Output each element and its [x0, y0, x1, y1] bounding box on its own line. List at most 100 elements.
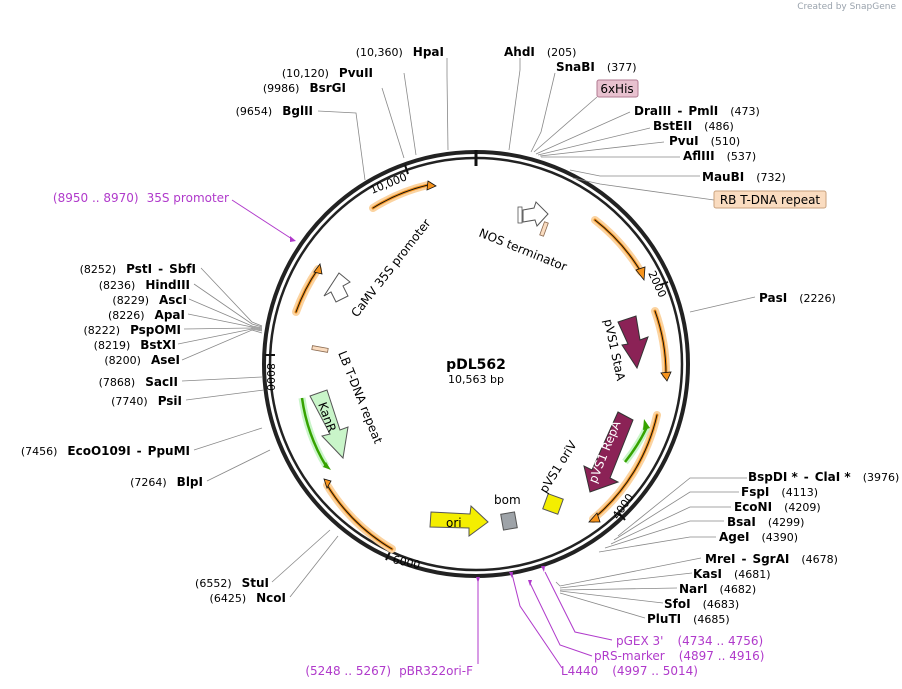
primer-range: (5248 .. 5267): [305, 664, 391, 678]
enzyme-pos: (4685): [693, 613, 730, 626]
enzyme-pos: (7456): [21, 445, 58, 458]
enzyme-name: FspI: [741, 485, 769, 499]
svg-text:BspDI *-ClaI *(3976): BspDI *-ClaI *(3976): [748, 470, 899, 484]
enzyme-pos: (7264): [130, 476, 167, 489]
enzyme-name: AscI: [159, 293, 187, 307]
enzyme-pos: (205): [547, 46, 577, 59]
plasmid-length: 10,563 bp: [448, 373, 504, 386]
enzyme-name: NcoI: [256, 591, 286, 605]
enzyme-name: ApaI: [155, 308, 185, 322]
enzyme-pos: (377): [607, 61, 637, 74]
pvs1-oriv-box: [542, 493, 564, 515]
enzyme-pos: (3976): [863, 471, 900, 484]
enzyme-pos: (6552): [195, 577, 232, 590]
primer-name: pGEX 3': [616, 634, 663, 648]
tick-label-8000: 8000: [264, 363, 277, 391]
enzyme-name: BstEII: [653, 119, 692, 133]
enzyme-name: PsiI: [158, 394, 182, 408]
enzyme-name: DraIII: [634, 104, 671, 118]
enzyme-name: MreI: [705, 552, 735, 566]
bom-box: [500, 511, 518, 531]
enzyme-name: AseI: [151, 353, 180, 367]
primer-range: (8950 .. 8970): [53, 191, 139, 205]
enzyme-pos: (510): [711, 135, 741, 148]
svg-text:(7868)SacII: (7868) SacII: [99, 375, 178, 389]
enzyme-name: SacII: [145, 375, 178, 389]
ori-label: ori: [446, 516, 462, 530]
pvs1-repa-arrow: [583, 411, 634, 493]
enzyme-pos: (4209): [784, 501, 821, 514]
svg-text:(10,120)PvuII: (10,120) PvuII: [282, 66, 373, 80]
enzyme-name: PspOMI: [130, 323, 181, 337]
enzyme-name: HindIII: [145, 278, 190, 292]
svg-text:(7740)PsiI: (7740)PsiI: [111, 394, 182, 408]
enzyme-name: PvuII: [339, 66, 373, 80]
enzyme-name: StuI: [242, 576, 269, 590]
enzyme-name: SgrAI: [752, 552, 789, 566]
svg-text:EcoNI(4209): EcoNI(4209): [734, 500, 821, 514]
enzyme-pos: (8229): [112, 294, 149, 307]
enzyme-pos: (4678): [801, 553, 838, 566]
svg-text:MreI-SgrAI(4678): MreI-SgrAI (4678): [705, 552, 838, 566]
his-tag-marker: [517, 206, 523, 224]
enzyme-name: BstXI: [140, 338, 176, 352]
enzyme-pos: (10,360): [356, 46, 403, 59]
tick-label-6000: 6000: [391, 553, 421, 572]
svg-text:(8950 .. 8970)35S promoter: (8950 .. 8970) 35S promoter: [53, 191, 229, 205]
primer-name: L4440: [561, 664, 598, 678]
orf-arcs: [292, 180, 672, 553]
enzyme-name: MauBI: [702, 170, 744, 184]
snapgene-watermark: Created by SnapGene: [797, 2, 896, 12]
svg-text:MauBI(732): MauBI(732): [702, 170, 786, 184]
enzyme-name: AgeI: [719, 530, 749, 544]
primer-name: pBR322ori-F: [399, 664, 473, 678]
enzyme-sep: -: [804, 470, 809, 484]
primer-lines: [231, 199, 613, 669]
svg-text:PasI(2226): PasI(2226): [759, 291, 836, 305]
enzyme-name: AhdI: [504, 45, 535, 59]
enzyme-name: HpaI: [413, 45, 444, 59]
svg-text:(8252)PstI-SbfI: (8252)PstI-SbfI: [80, 262, 196, 276]
pvs1-staa-arrow: [617, 315, 649, 370]
svg-text:pGEX 3'(4734 .. 4756): pGEX 3'(4734 .. 4756): [616, 634, 763, 648]
enzyme-pos: (8200): [104, 354, 141, 367]
enzyme-sep: -: [741, 552, 746, 566]
svg-text:BstEII(486): BstEII(486): [653, 119, 734, 133]
primer-name: 35S promoter: [147, 191, 229, 205]
enzyme-labels-left: (10,360)HpaI (10,120)PvuII (9986)BsrGI (…: [21, 45, 444, 605]
enzyme-pos: (7868): [99, 376, 136, 389]
svg-text:AgeI(4390): AgeI (4390): [719, 530, 798, 544]
pvs1-oriv-label: pVS1 oriV: [537, 438, 580, 496]
primer-name: pRS-marker: [594, 649, 665, 663]
his-tag-label: 6xHis: [600, 82, 633, 96]
svg-text:(7456)EcoO109I-PpuMI: (7456)EcoO109I-PpuMI: [21, 444, 190, 458]
enzyme-name: BglII: [282, 104, 313, 118]
nos-terminator-arrow: [522, 201, 549, 227]
enzyme-name: PstI: [126, 262, 152, 276]
svg-text:(5248 .. 5267)pBR322ori-F: (5248 .. 5267) pBR322ori-F: [305, 664, 473, 678]
enzyme-pos: (4390): [761, 531, 798, 544]
enzyme-pos: (8252): [80, 263, 117, 276]
rb-tdna-marker: [539, 221, 549, 237]
enzyme-pos: (10,120): [282, 67, 329, 80]
enzyme-name: PpuMI: [148, 444, 190, 458]
svg-text:(9654)BglII: (9654)BglII: [236, 104, 313, 118]
svg-text:L4440(4997 .. 5014): L4440 (4997 .. 5014): [561, 664, 698, 678]
primer-range: (4997 .. 5014): [612, 664, 698, 678]
rb-tdna-label: RB T-DNA repeat: [720, 193, 821, 207]
enzyme-sep: -: [137, 444, 142, 458]
enzyme-pos: (9986): [263, 82, 300, 95]
enzyme-pos: (8219): [94, 339, 131, 352]
svg-text:(7264)BlpI: (7264)BlpI: [130, 475, 203, 489]
enzyme-pos: (8222): [83, 324, 120, 337]
primer-range: (4897 .. 4916): [679, 649, 765, 663]
green-orf-arcs: [298, 397, 651, 470]
svg-text:AflIII(537): AflIII(537): [683, 149, 756, 163]
svg-text:SnaBI(377): SnaBI(377): [556, 60, 637, 74]
tick-marks: [265, 164, 669, 561]
enzyme-name: PluTI: [647, 612, 681, 626]
rb-tdna-label-box: RB T-DNA repeat: [713, 190, 827, 209]
enzyme-name: ClaI *: [815, 470, 852, 484]
svg-text:PluTI(4685): PluTI (4685): [647, 612, 730, 626]
